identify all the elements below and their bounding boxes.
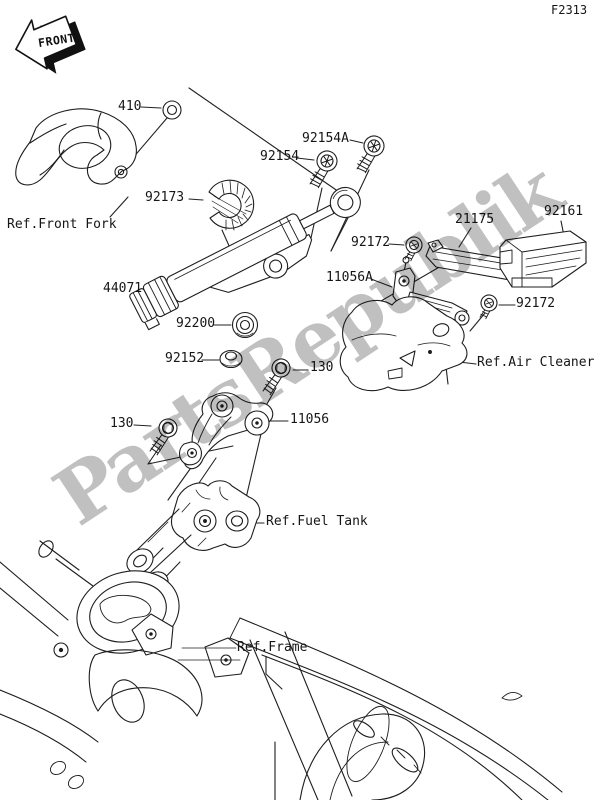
front-arrow-label: FRONT — [37, 30, 76, 50]
callout-92173[interactable]: 92173 — [145, 190, 185, 205]
callout-11056A[interactable]: 11056A — [326, 270, 373, 285]
callout-130-left[interactable]: 130 — [110, 416, 134, 431]
part-44071-steering-damper — [129, 186, 361, 331]
callout-92172-lower[interactable]: 92172 — [516, 296, 556, 311]
part-11056-bracket — [178, 392, 274, 470]
part-92200-washer — [231, 311, 259, 339]
ref-air-cleaner-part — [339, 296, 468, 392]
part-92161-unit — [499, 230, 587, 288]
callout-92154A[interactable]: 92154A — [302, 131, 349, 146]
part-92154A-screw — [356, 135, 385, 174]
callout-130-right[interactable]: 130 — [310, 360, 334, 375]
callout-11056[interactable]: 11056 — [290, 412, 330, 427]
callout-92161[interactable]: 92161 — [544, 204, 584, 219]
front-direction-arrow: FRONT — [15, 15, 86, 74]
ref-label-frame: Ref.Frame — [237, 640, 308, 655]
ref-label-fuel-tank: Ref.Fuel Tank — [266, 514, 368, 529]
callout-410[interactable]: 410 — [118, 99, 142, 114]
callout-92172-upper[interactable]: 92172 — [351, 235, 391, 250]
callout-21175[interactable]: 21175 — [455, 212, 495, 227]
ref-label-air-cleaner: Ref.Air Cleaner — [477, 355, 595, 370]
part-92172-screw-lower — [479, 294, 498, 320]
callout-92200[interactable]: 92200 — [176, 316, 216, 331]
part-92172-screw-upper — [404, 236, 423, 262]
part-130-bolt-right — [262, 358, 291, 396]
ref-label-front-fork: Ref.Front Fork — [7, 217, 117, 232]
ref-front-fork-part — [15, 108, 137, 186]
part-92154-screw — [309, 150, 338, 189]
diagram-code: F2313 — [551, 3, 588, 17]
callout-44071[interactable]: 44071 — [103, 281, 143, 296]
part-130-bolt-left — [149, 418, 178, 456]
part-410-washer — [162, 100, 182, 120]
part-92173-rubber-band — [208, 179, 255, 231]
leader-92172-lower — [469, 312, 486, 332]
part-92152-grommet — [219, 349, 243, 369]
callout-92154[interactable]: 92154 — [260, 149, 300, 164]
callout-92152[interactable]: 92152 — [165, 351, 205, 366]
